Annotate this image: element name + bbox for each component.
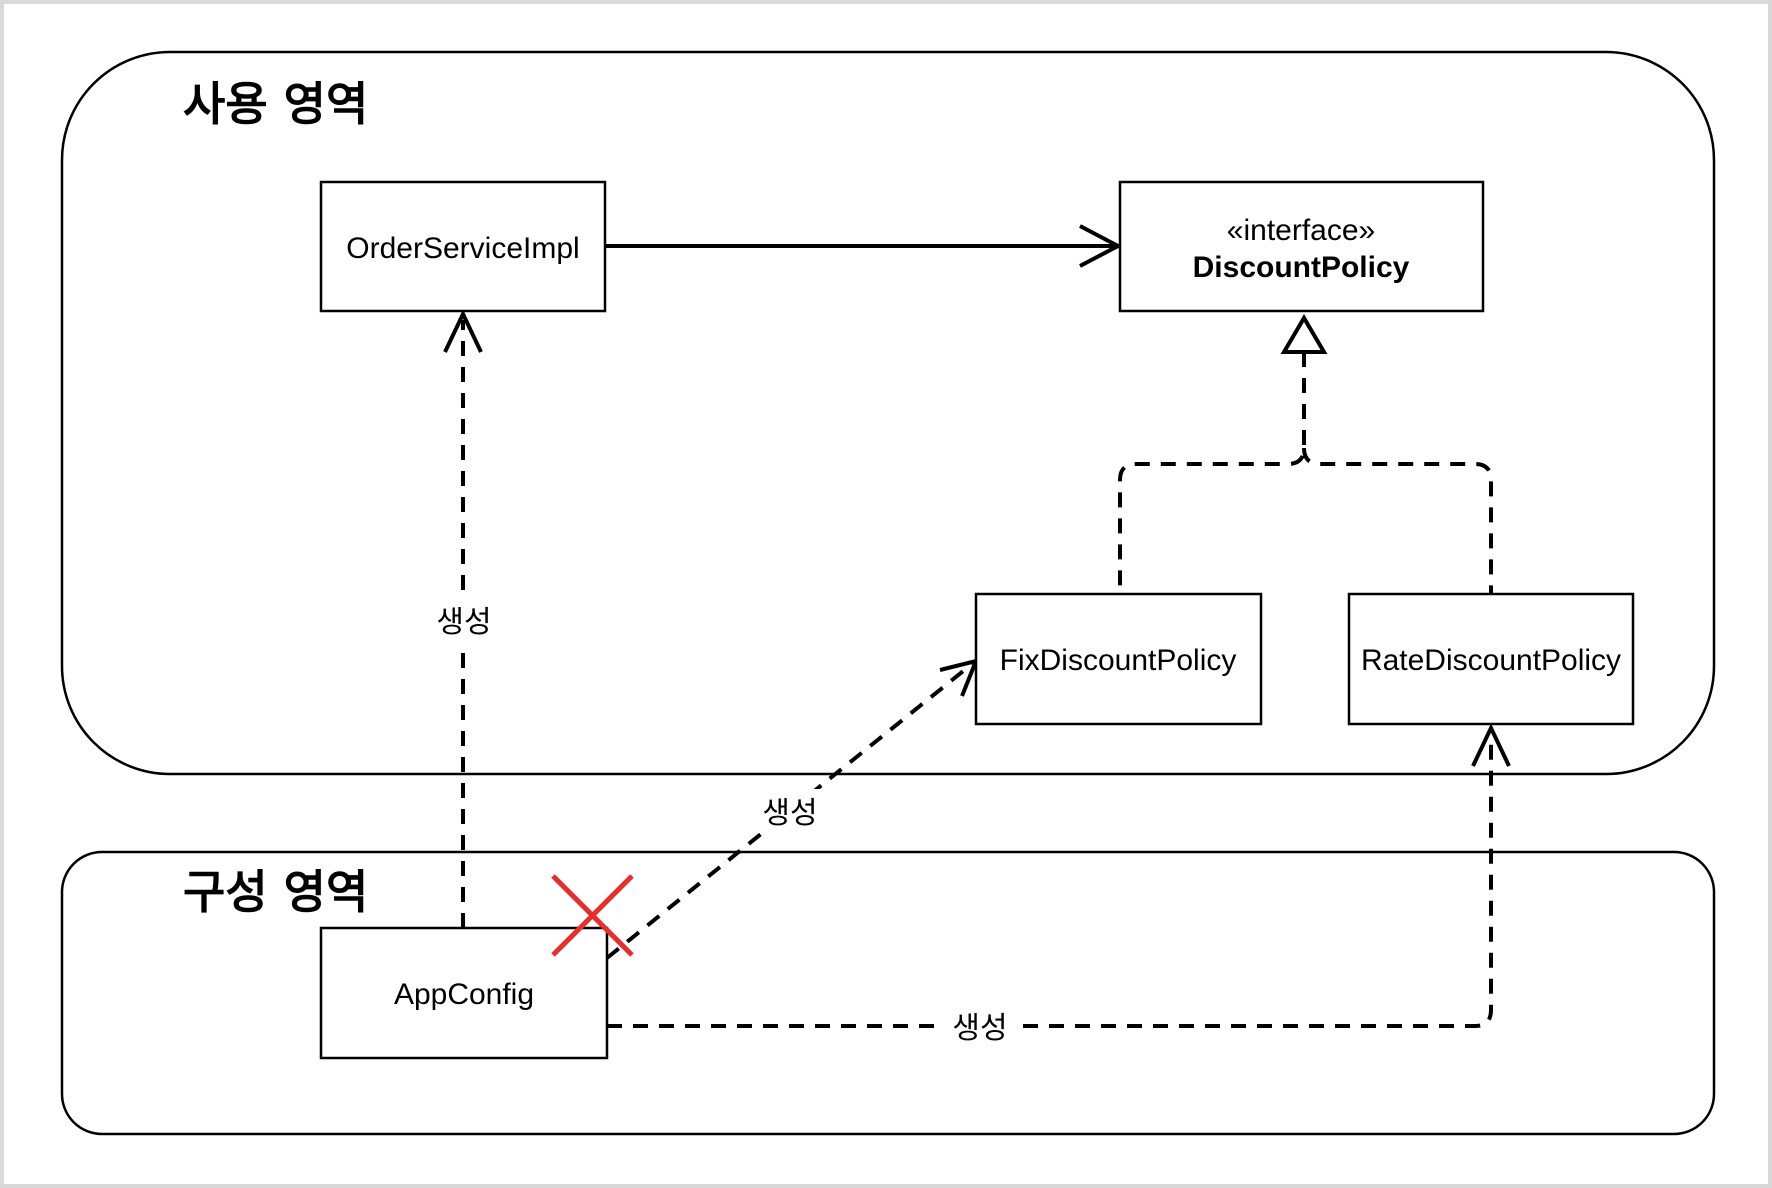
dependency-appconfig-to-fix: 생성 [605, 658, 980, 960]
config-region-title: 구성 영역 [183, 865, 368, 919]
cross-mark-icon [551, 874, 634, 957]
interface-stereotype: «interface» [1227, 214, 1375, 247]
edge-label-background [944, 1006, 1016, 1048]
edge-label-create-rate: 생성 [952, 1011, 1007, 1046]
usage-region-border [60, 50, 1716, 776]
realization-line-rate [1302, 447, 1493, 594]
class-name: DiscountPolicy [1193, 251, 1410, 284]
edge-label-background [754, 789, 826, 833]
class-rate-discount-policy[interactable]: RateDiscountPolicy [1347, 592, 1635, 726]
class-name: FixDiscountPolicy [1000, 644, 1237, 677]
edge-label-background [428, 598, 500, 642]
class-name: OrderServiceImpl [346, 232, 579, 265]
usage-region-title: 사용 영역 [183, 77, 368, 131]
config-region-border [60, 850, 1716, 1136]
open-arrow-icon [443, 309, 483, 353]
config-region: 구성 영역 [60, 850, 1716, 1136]
association-order-to-policy [605, 224, 1123, 268]
edge-label-create-order: 생성 [436, 605, 491, 640]
class-fix-discount-policy[interactable]: FixDiscountPolicy [974, 592, 1263, 726]
dependency-appconfig-to-order: 생성 [428, 309, 500, 928]
realization-line-fix [1118, 352, 1306, 594]
class-order-service-impl[interactable]: OrderServiceImpl [319, 180, 607, 313]
dependency-line [607, 736, 1493, 1028]
class-app-config[interactable]: AppConfig [319, 926, 609, 1060]
class-box[interactable] [974, 592, 1263, 726]
class-discount-policy[interactable]: «interface» DiscountPolicy [1118, 180, 1485, 313]
realization-triangle-icon [1280, 314, 1328, 354]
realization-edges [1118, 314, 1493, 594]
class-box[interactable] [1347, 592, 1635, 726]
dependency-appconfig-to-rate: 생성 [607, 723, 1511, 1048]
usage-region: 사용 영역 [60, 50, 1716, 776]
class-box[interactable] [1118, 180, 1485, 313]
class-name: RateDiscountPolicy [1361, 644, 1621, 677]
class-name: AppConfig [394, 978, 534, 1011]
class-box[interactable] [319, 180, 607, 313]
open-arrow-icon [1079, 224, 1123, 268]
open-arrow-icon [1471, 723, 1511, 767]
edge-label-create-fix: 생성 [762, 796, 817, 831]
